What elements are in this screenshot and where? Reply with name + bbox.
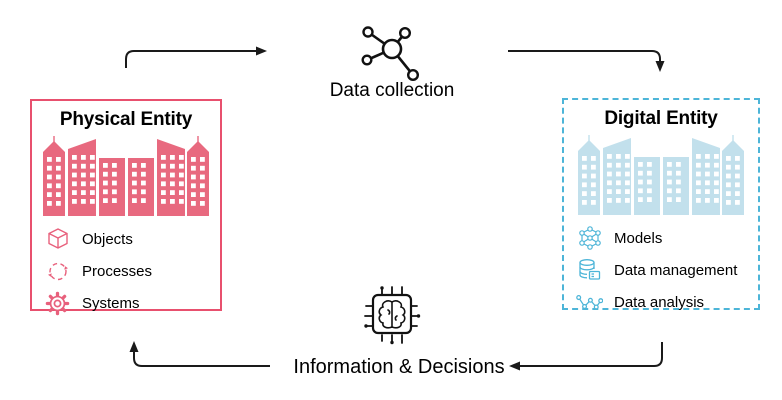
arrow-information-to-physical bbox=[129, 341, 270, 367]
information-decisions-label: Information & Decisions bbox=[293, 356, 505, 378]
line-chart-icon bbox=[576, 289, 603, 316]
item-label: Models bbox=[614, 229, 663, 247]
physical-item-objects: Objects bbox=[44, 226, 220, 252]
arrow-physical-to-datacollection bbox=[125, 46, 267, 68]
physical-item-systems: Systems bbox=[44, 290, 220, 316]
physical-entity-title: Physical Entity bbox=[59, 109, 193, 130]
network-graph-icon bbox=[576, 225, 603, 252]
cycle-arrows-icon bbox=[44, 258, 71, 285]
digital-entity-title: Digital Entity bbox=[604, 108, 718, 129]
arrow-digital-to-information bbox=[509, 342, 663, 371]
city-skyline-blue bbox=[578, 135, 744, 215]
digital-item-models: Models bbox=[576, 225, 758, 251]
item-label: Data management bbox=[614, 261, 738, 279]
digital-item-data-analysis: Data analysis bbox=[576, 289, 758, 315]
city-skyline-pink bbox=[43, 136, 209, 216]
item-label: Processes bbox=[82, 262, 153, 280]
chip-brain-icon bbox=[364, 286, 421, 345]
digital-entity-box: Digital Entity bbox=[562, 98, 760, 311]
cube-icon bbox=[44, 226, 71, 253]
item-label: Objects bbox=[82, 230, 133, 248]
network-hub-icon bbox=[361, 26, 420, 82]
digital-item-data-management: Data management bbox=[576, 257, 758, 283]
gear-icon bbox=[44, 290, 71, 317]
data-collection-label: Data collection bbox=[329, 80, 455, 101]
arrow-datacollection-to-digital bbox=[508, 50, 665, 72]
database-icon bbox=[576, 257, 603, 284]
item-label: Systems bbox=[82, 294, 140, 312]
item-label: Data analysis bbox=[614, 293, 705, 311]
physical-entity-box: Physical Entity Objects bbox=[30, 99, 222, 315]
physical-item-processes: Processes bbox=[44, 258, 220, 284]
